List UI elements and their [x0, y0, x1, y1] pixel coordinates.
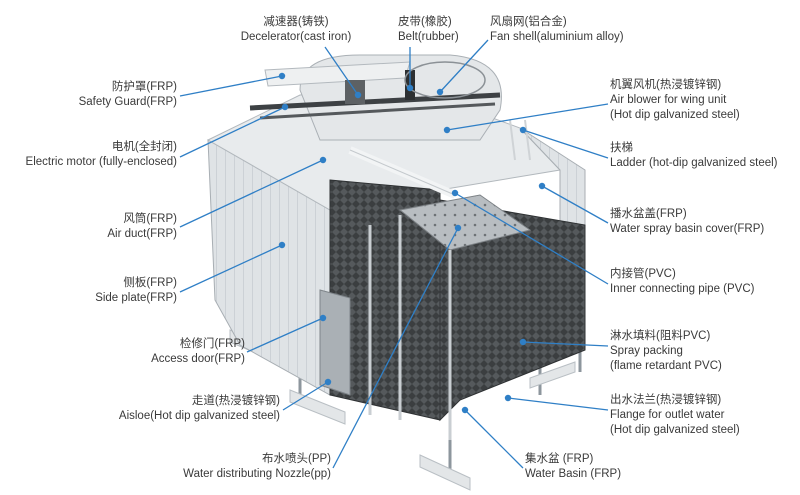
label-safety-guard: 防护罩(FRP)Safety Guard(FRP) [78, 81, 177, 108]
leader-air-duct [179, 159, 324, 228]
label-fan-shell: 风扇网(铝合金)Fan shell(aluminium alloy) [490, 16, 624, 43]
leader-dot-decelerator [354, 91, 362, 99]
leader-dot-belt [406, 84, 414, 92]
leader-dot-electric-motor [281, 103, 289, 111]
leader-dot-inner-pipe [451, 189, 459, 197]
leader-inner-pipe [454, 192, 609, 285]
leader-dot-water-basin [461, 406, 469, 414]
label-water-basin: 集水盆 (FRP)Water Basin (FRP) [525, 453, 622, 480]
leader-lines [179, 39, 609, 469]
leader-dot-air-duct [319, 156, 327, 164]
fan-blades [404, 61, 486, 99]
label-electric-motor: 电机(全封闭)Electric motor (fully-enclosed) [25, 141, 177, 168]
leader-dots [278, 72, 546, 414]
leader-ladder [522, 129, 609, 159]
label-side-plate: 侧板(FRP)Side plate(FRP) [95, 277, 177, 304]
spray-basin-grid [398, 194, 532, 251]
leader-side-plate [179, 244, 283, 293]
decelerator-body [345, 80, 365, 104]
leader-dot-aisle [324, 378, 332, 386]
label-air-duct: 风筒(FRP)Air duct(FRP) [107, 213, 177, 240]
leader-dot-safety-guard [278, 72, 286, 80]
leader-dot-side-plate [278, 241, 286, 249]
label-air-blower: 机翼风机(热浸镀锌钢)Air blower for wing unit(Hot … [610, 79, 740, 121]
packing-right [439, 199, 586, 422]
leader-access-door [246, 317, 324, 353]
leader-nozzle [332, 227, 459, 469]
leader-aisle [282, 381, 329, 411]
label-spray-packing: 淋水填料(阻料PVC)Spray packing(flame retardant… [610, 330, 722, 372]
leader-dot-air-blower [443, 126, 451, 134]
access-door-panel [319, 289, 351, 396]
label-access-door: 检修门(FRP)Access door(FRP) [151, 338, 245, 365]
leader-dot-ladder [519, 126, 527, 134]
label-nozzle: 布水喷头(PP)Water distributing Nozzle(pp) [183, 453, 331, 480]
leader-electric-motor [179, 106, 286, 158]
leader-decelerator [324, 46, 359, 96]
frame-posts [368, 215, 452, 440]
leader-dot-nozzle [454, 224, 462, 232]
label-outlet-flange: 出水法兰(热浸镀锌钢)Flange for outlet water(Hot d… [610, 394, 740, 436]
leader-dot-access-door [319, 314, 327, 322]
leader-dot-outlet-flange [504, 394, 512, 402]
leader-water-basin [464, 409, 524, 469]
leader-outlet-flange [507, 397, 609, 411]
leader-dot-spray-packing [519, 338, 527, 346]
label-basin-cover: 播水盆盖(FRP)Water spray basin cover(FRP) [610, 208, 765, 235]
leader-dot-basin-cover [538, 182, 546, 190]
leader-safety-guard [179, 75, 283, 97]
leader-fan-shell [439, 39, 489, 93]
label-decelerator: 减速器(铸铁)Decelerator(cast iron) [240, 16, 352, 43]
ladder [509, 119, 531, 161]
label-belt: 皮带(橡胶)Belt(rubber) [398, 16, 459, 43]
label-aisle: 走道(热浸镀锌钢)Aisloe(Hot dip galvanized steel… [118, 395, 280, 422]
leader-air-blower [446, 103, 609, 131]
leader-spray-packing [522, 341, 609, 347]
leader-basin-cover [541, 185, 609, 224]
leader-dot-fan-shell [436, 88, 444, 96]
label-inner-pipe: 内接管(PVC)Inner connecting pipe (PVC) [610, 268, 755, 295]
